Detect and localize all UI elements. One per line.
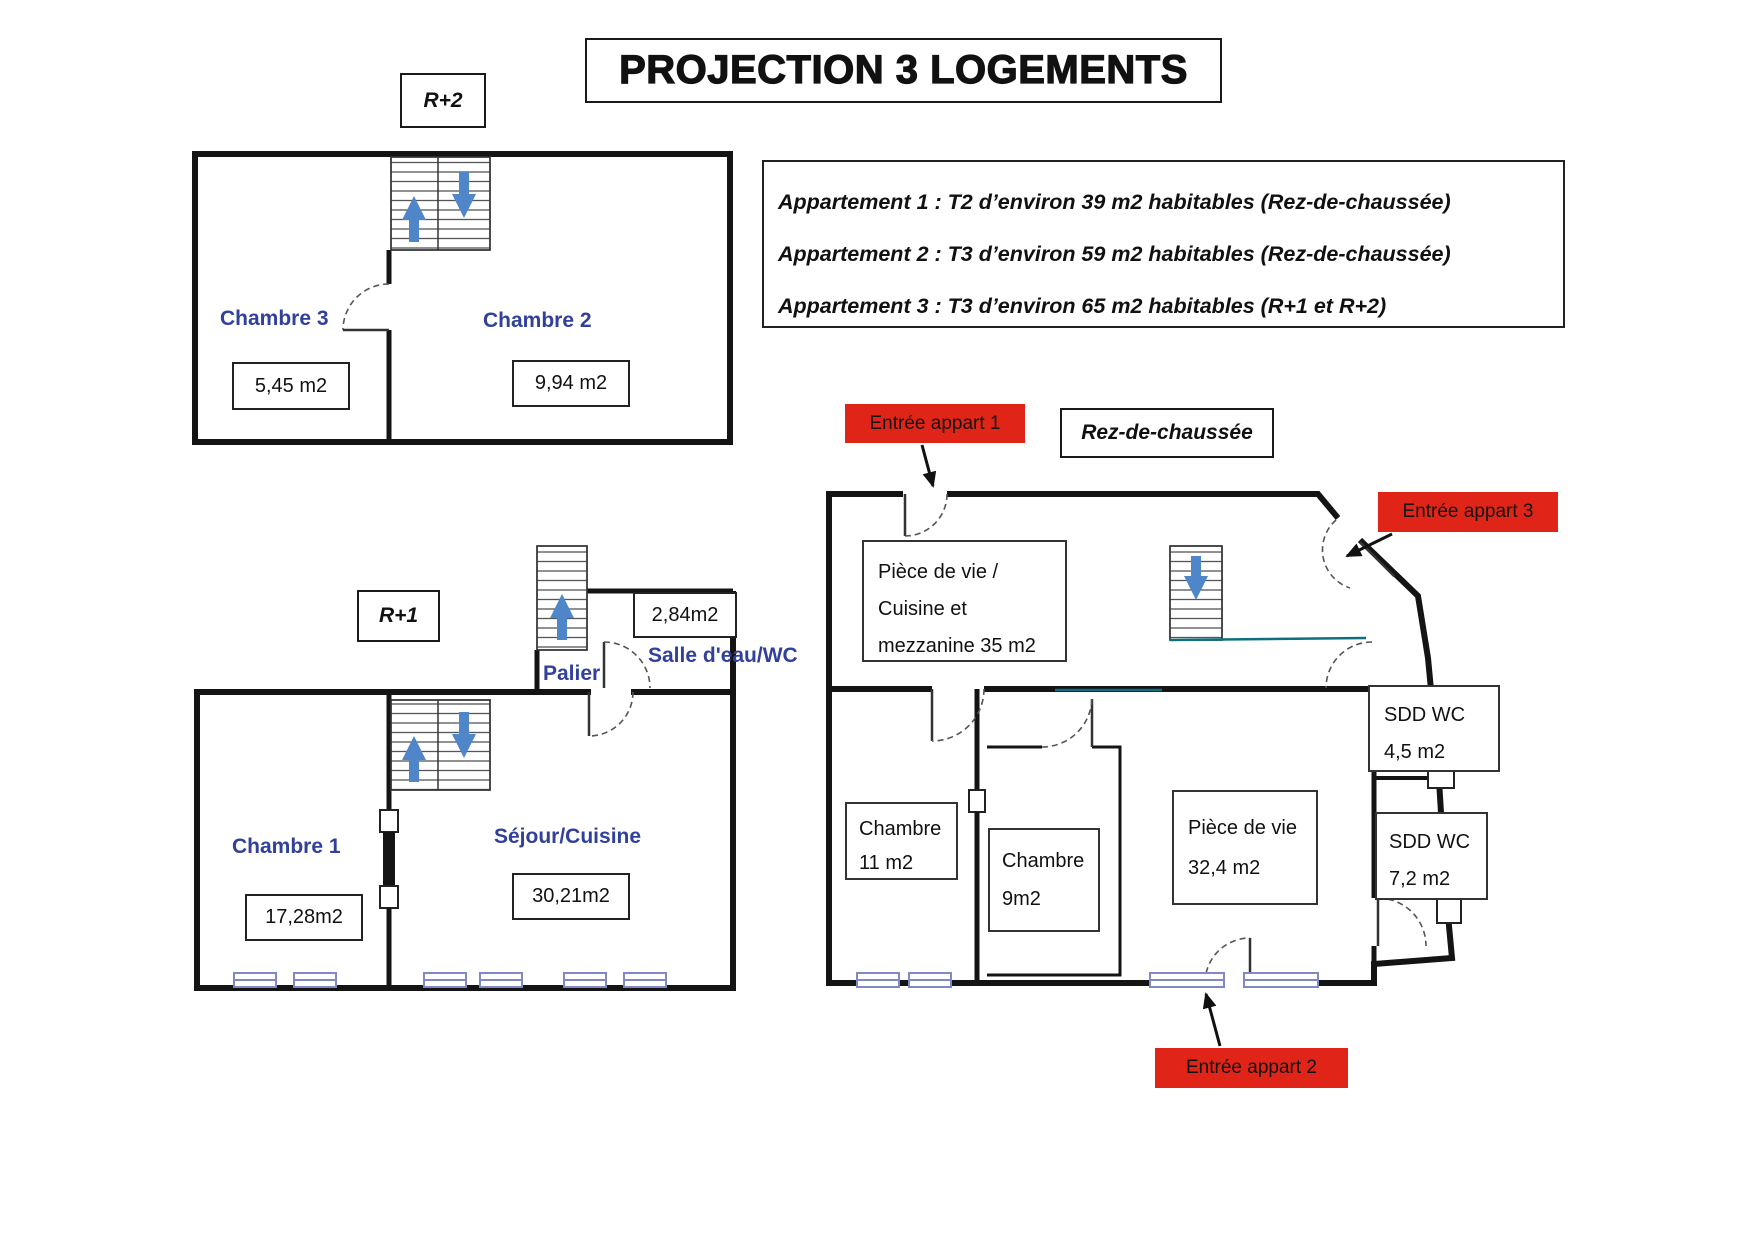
room-name-salle-eau: Salle d'eau/WC: [648, 644, 798, 667]
room-name-sejour-cuisine: Séjour/Cuisine: [494, 825, 642, 848]
area-box-salle-eau: 2,84m2: [633, 592, 737, 638]
room-name-chambre-2: Chambre 2: [483, 309, 592, 332]
rdc-stairs-icon: [1169, 545, 1223, 641]
room-box-line: Pièce de vie /: [878, 561, 999, 583]
room-box-chambre-11: Chambre 11 m2: [845, 802, 958, 880]
r1-upper-stairs-icon: [536, 545, 588, 651]
r1-windows: [233, 972, 667, 988]
entrance-arrows: [920, 444, 1393, 1047]
room-box-line: Cuisine et: [878, 598, 967, 620]
area-box-sejour-cuisine: 30,21m2: [512, 873, 630, 920]
rdc-windows: [856, 972, 1319, 988]
room-box-sdd-wc-1: SDD WC 4,5 m2: [1368, 685, 1500, 772]
room-box-line: SDD WC: [1384, 704, 1466, 726]
r2-plan-walls: [192, 151, 733, 445]
floor-tag-rdc-label: Rez-de-chaussée: [1081, 421, 1253, 444]
entrance-arrow-appart-2: [1202, 992, 1222, 1047]
room-box-sdd-wc-2: SDD WC 7,2 m2: [1375, 812, 1488, 900]
room-box-line: 32,4 m2: [1188, 857, 1261, 879]
room-name-chambre-3: Chambre 3: [220, 307, 329, 330]
room-box-line: 9m2: [1002, 888, 1041, 910]
room-box-line: SDD WC: [1389, 831, 1471, 853]
legend-line-appart-2: Appartement 2 : T3 d’environ 59 m2 habit…: [778, 242, 1451, 266]
legend-line-appart-3: Appartement 3 : T3 d’environ 65 m2 habit…: [778, 294, 1387, 318]
room-box-piece-de-vie: Pièce de vie 32,4 m2: [1172, 790, 1318, 905]
room-box-line: Chambre: [859, 818, 942, 840]
room-name-palier: Palier: [543, 662, 601, 685]
area-box-chambre-2: 9,94 m2: [512, 360, 630, 407]
room-box-line: 7,2 m2: [1389, 868, 1451, 890]
room-box-line: 11 m2: [859, 852, 914, 874]
legend-line-appart-1: Appartement 1 : T2 d’environ 39 m2 habit…: [778, 190, 1451, 214]
page-title-box: PROJECTION 3 LOGEMENTS: [585, 38, 1222, 103]
floor-tag-r1-label: R+1: [378, 604, 419, 627]
apartments-legend-box: Appartement 1 : T2 d’environ 39 m2 habit…: [762, 160, 1565, 328]
page-title: PROJECTION 3 LOGEMENTS: [618, 47, 1188, 92]
r1-stairs-icon: [390, 699, 491, 791]
entrance-label-appart-1: Entrée appart 1: [845, 404, 1025, 443]
entrance-label-appart-3: Entrée appart 3: [1378, 492, 1558, 532]
room-box-piece-de-vie-mezzanine: Pièce de vie / Cuisine et mezzanine 35 m…: [862, 540, 1067, 662]
entrance-arrow-appart-1: [920, 444, 937, 488]
floor-tag-r1: R+1: [357, 590, 440, 642]
floor-tag-r2: R+2: [400, 73, 486, 128]
area-box-chambre-3: 5,45 m2: [232, 362, 350, 410]
rdc-door-arcs: [903, 493, 1427, 984]
room-box-line: 4,5 m2: [1384, 741, 1446, 763]
room-box-line: Chambre: [1002, 850, 1085, 872]
r2-stairs-icon: [390, 156, 491, 251]
entrance-label-appart-2: Entrée appart 2: [1155, 1048, 1348, 1088]
room-box-chambre-9: Chambre 9m2: [988, 828, 1100, 932]
room-box-line: Pièce de vie: [1188, 817, 1297, 839]
room-box-line: mezzanine 35 m2: [878, 635, 1036, 657]
area-box-chambre-1: 17,28m2: [245, 894, 363, 941]
entrance-arrow-appart-3: [1345, 532, 1393, 558]
room-name-chambre-1: Chambre 1: [232, 835, 341, 858]
floor-tag-r2-label: R+2: [423, 88, 463, 112]
floor-tag-rdc: Rez-de-chaussée: [1060, 408, 1274, 458]
rdc-mezzanine-lines: [1055, 636, 1367, 692]
